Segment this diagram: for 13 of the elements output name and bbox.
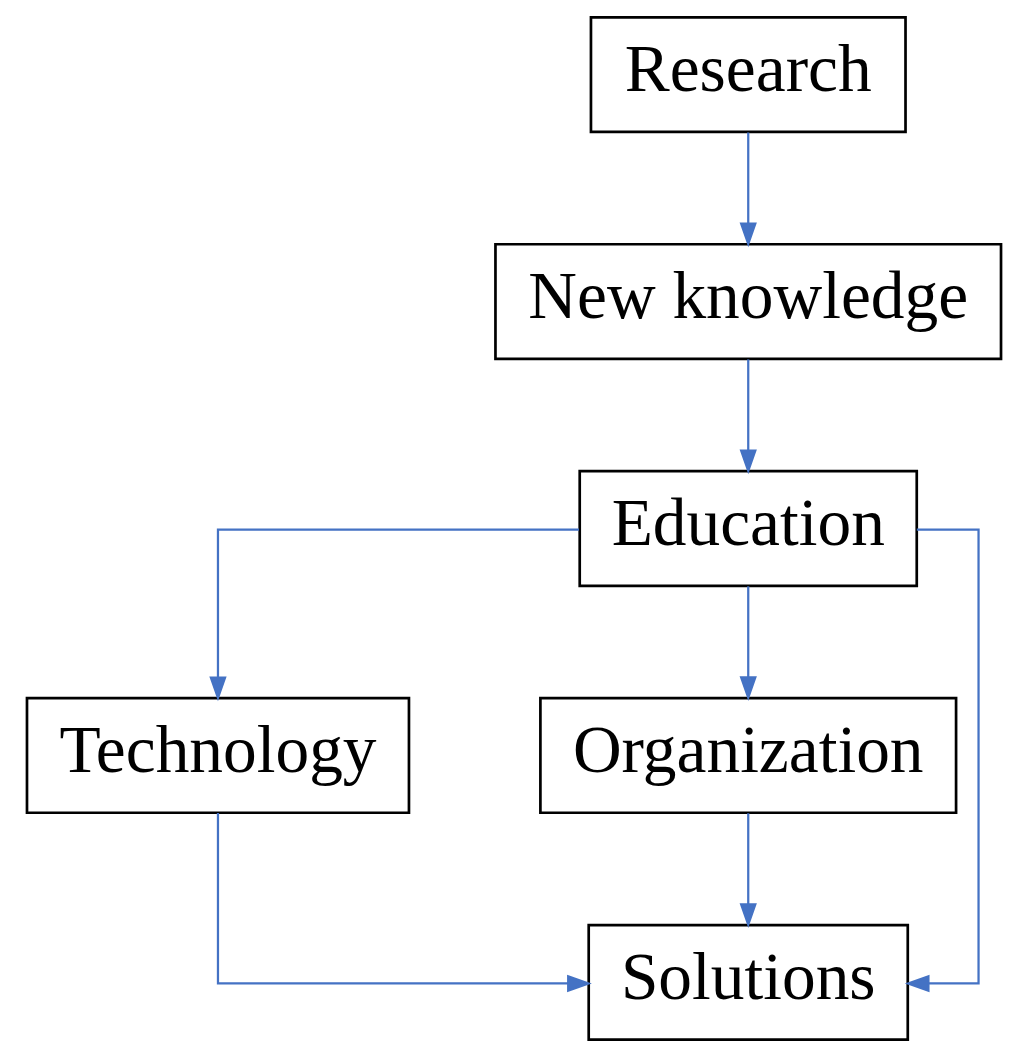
node-box: New knowledge [493, 242, 1002, 361]
node-box: Organization [538, 696, 957, 815]
arrow [208, 528, 579, 702]
arrow [904, 528, 980, 993]
arrow [739, 359, 757, 475]
arrow [739, 586, 757, 702]
node-box: Technology [25, 696, 410, 815]
node-box: Research [589, 15, 907, 134]
node-box: Solutions [586, 923, 909, 1041]
arrow [216, 813, 592, 993]
arrow [739, 132, 757, 248]
arrow [739, 813, 757, 929]
node-box: Education [577, 469, 918, 588]
